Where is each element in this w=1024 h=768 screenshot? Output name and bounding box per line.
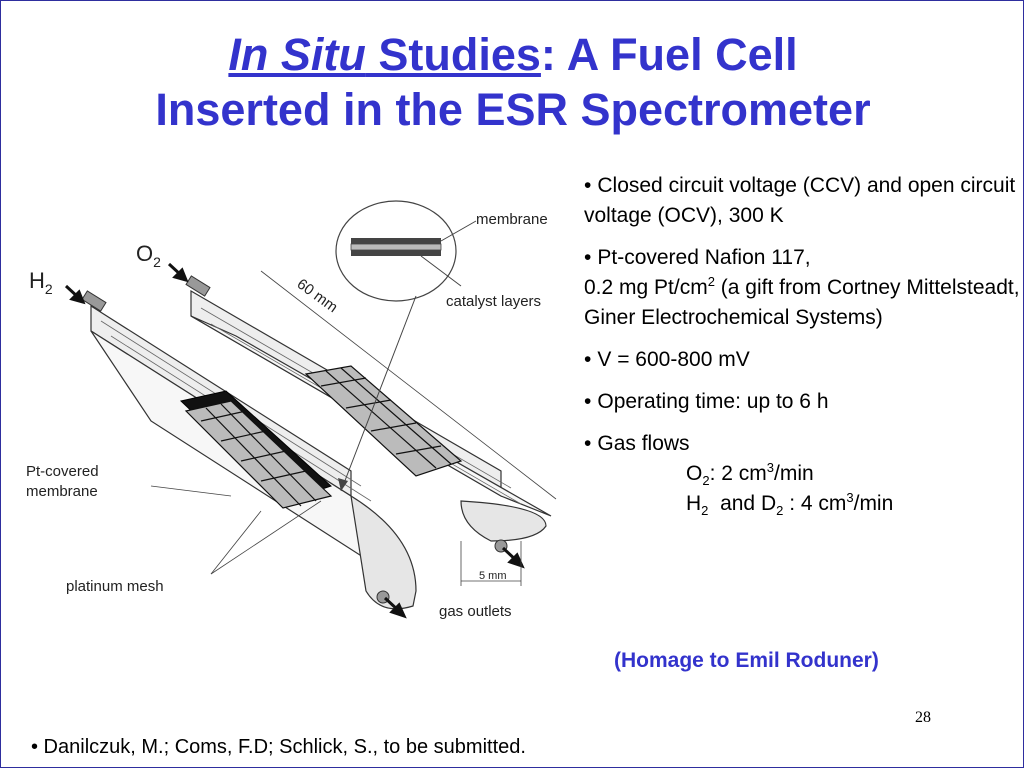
bullet-gas-flows: •Gas flows O2: 2 cm3/min H2 and D2 : 4 c… [584,429,1023,519]
title-studies: Studies [365,29,541,80]
gas-flow-h2-d2: H2 and D2 : 4 cm3/min [686,490,894,519]
label-60mm: 60 mm [294,275,341,316]
title-in-situ: In Situ [228,29,366,80]
title-line2: Inserted in the ESR Spectrometer [155,84,871,135]
label-catalyst-layers: catalyst layers [446,293,541,310]
bullet-operating-time: •Operating time: up to 6 h [584,390,829,413]
label-membrane-2: membrane [26,483,98,500]
slide-title: In Situ Studies: A Fuel Cell Inserted in… [1,27,1023,137]
bullet-voltage: •Closed circuit voltage (CCV) and open c… [584,174,1016,227]
reference-citation: • Danilczuk, M.; Coms, F.D; Schlick, S.,… [31,736,526,758]
label-membrane: membrane [476,211,548,228]
fuel-cell-diagram: H2 O2 membrane catalyst layers 60 mm Pt-… [26,200,557,620]
title-part3: : A Fuel Cell [540,29,798,80]
platinum-mesh-right [304,365,463,477]
bullet-voltage-range: •V = 600-800 mV [584,348,750,371]
homage-note: (Homage to Emil Roduner) [614,649,879,672]
label-gas-outlets: gas outlets [439,603,512,620]
gas-flow-o2: O2: 2 cm3/min [686,460,814,489]
page-number: 28 [915,709,931,726]
bullet-nafion: •Pt-covered Nafion 117, 0.2 mg Pt/cm2 (a… [584,246,1020,329]
label-h2: H2 [29,268,53,297]
label-platinum-mesh: platinum mesh [66,578,164,595]
label-o2: O2 [136,241,161,270]
platinum-mesh-left [184,400,333,509]
bullet-list: •Closed circuit voltage (CCV) and open c… [584,171,1023,531]
label-5mm: 5 mm [479,570,507,582]
label-pt-covered: Pt-covered [26,463,99,480]
